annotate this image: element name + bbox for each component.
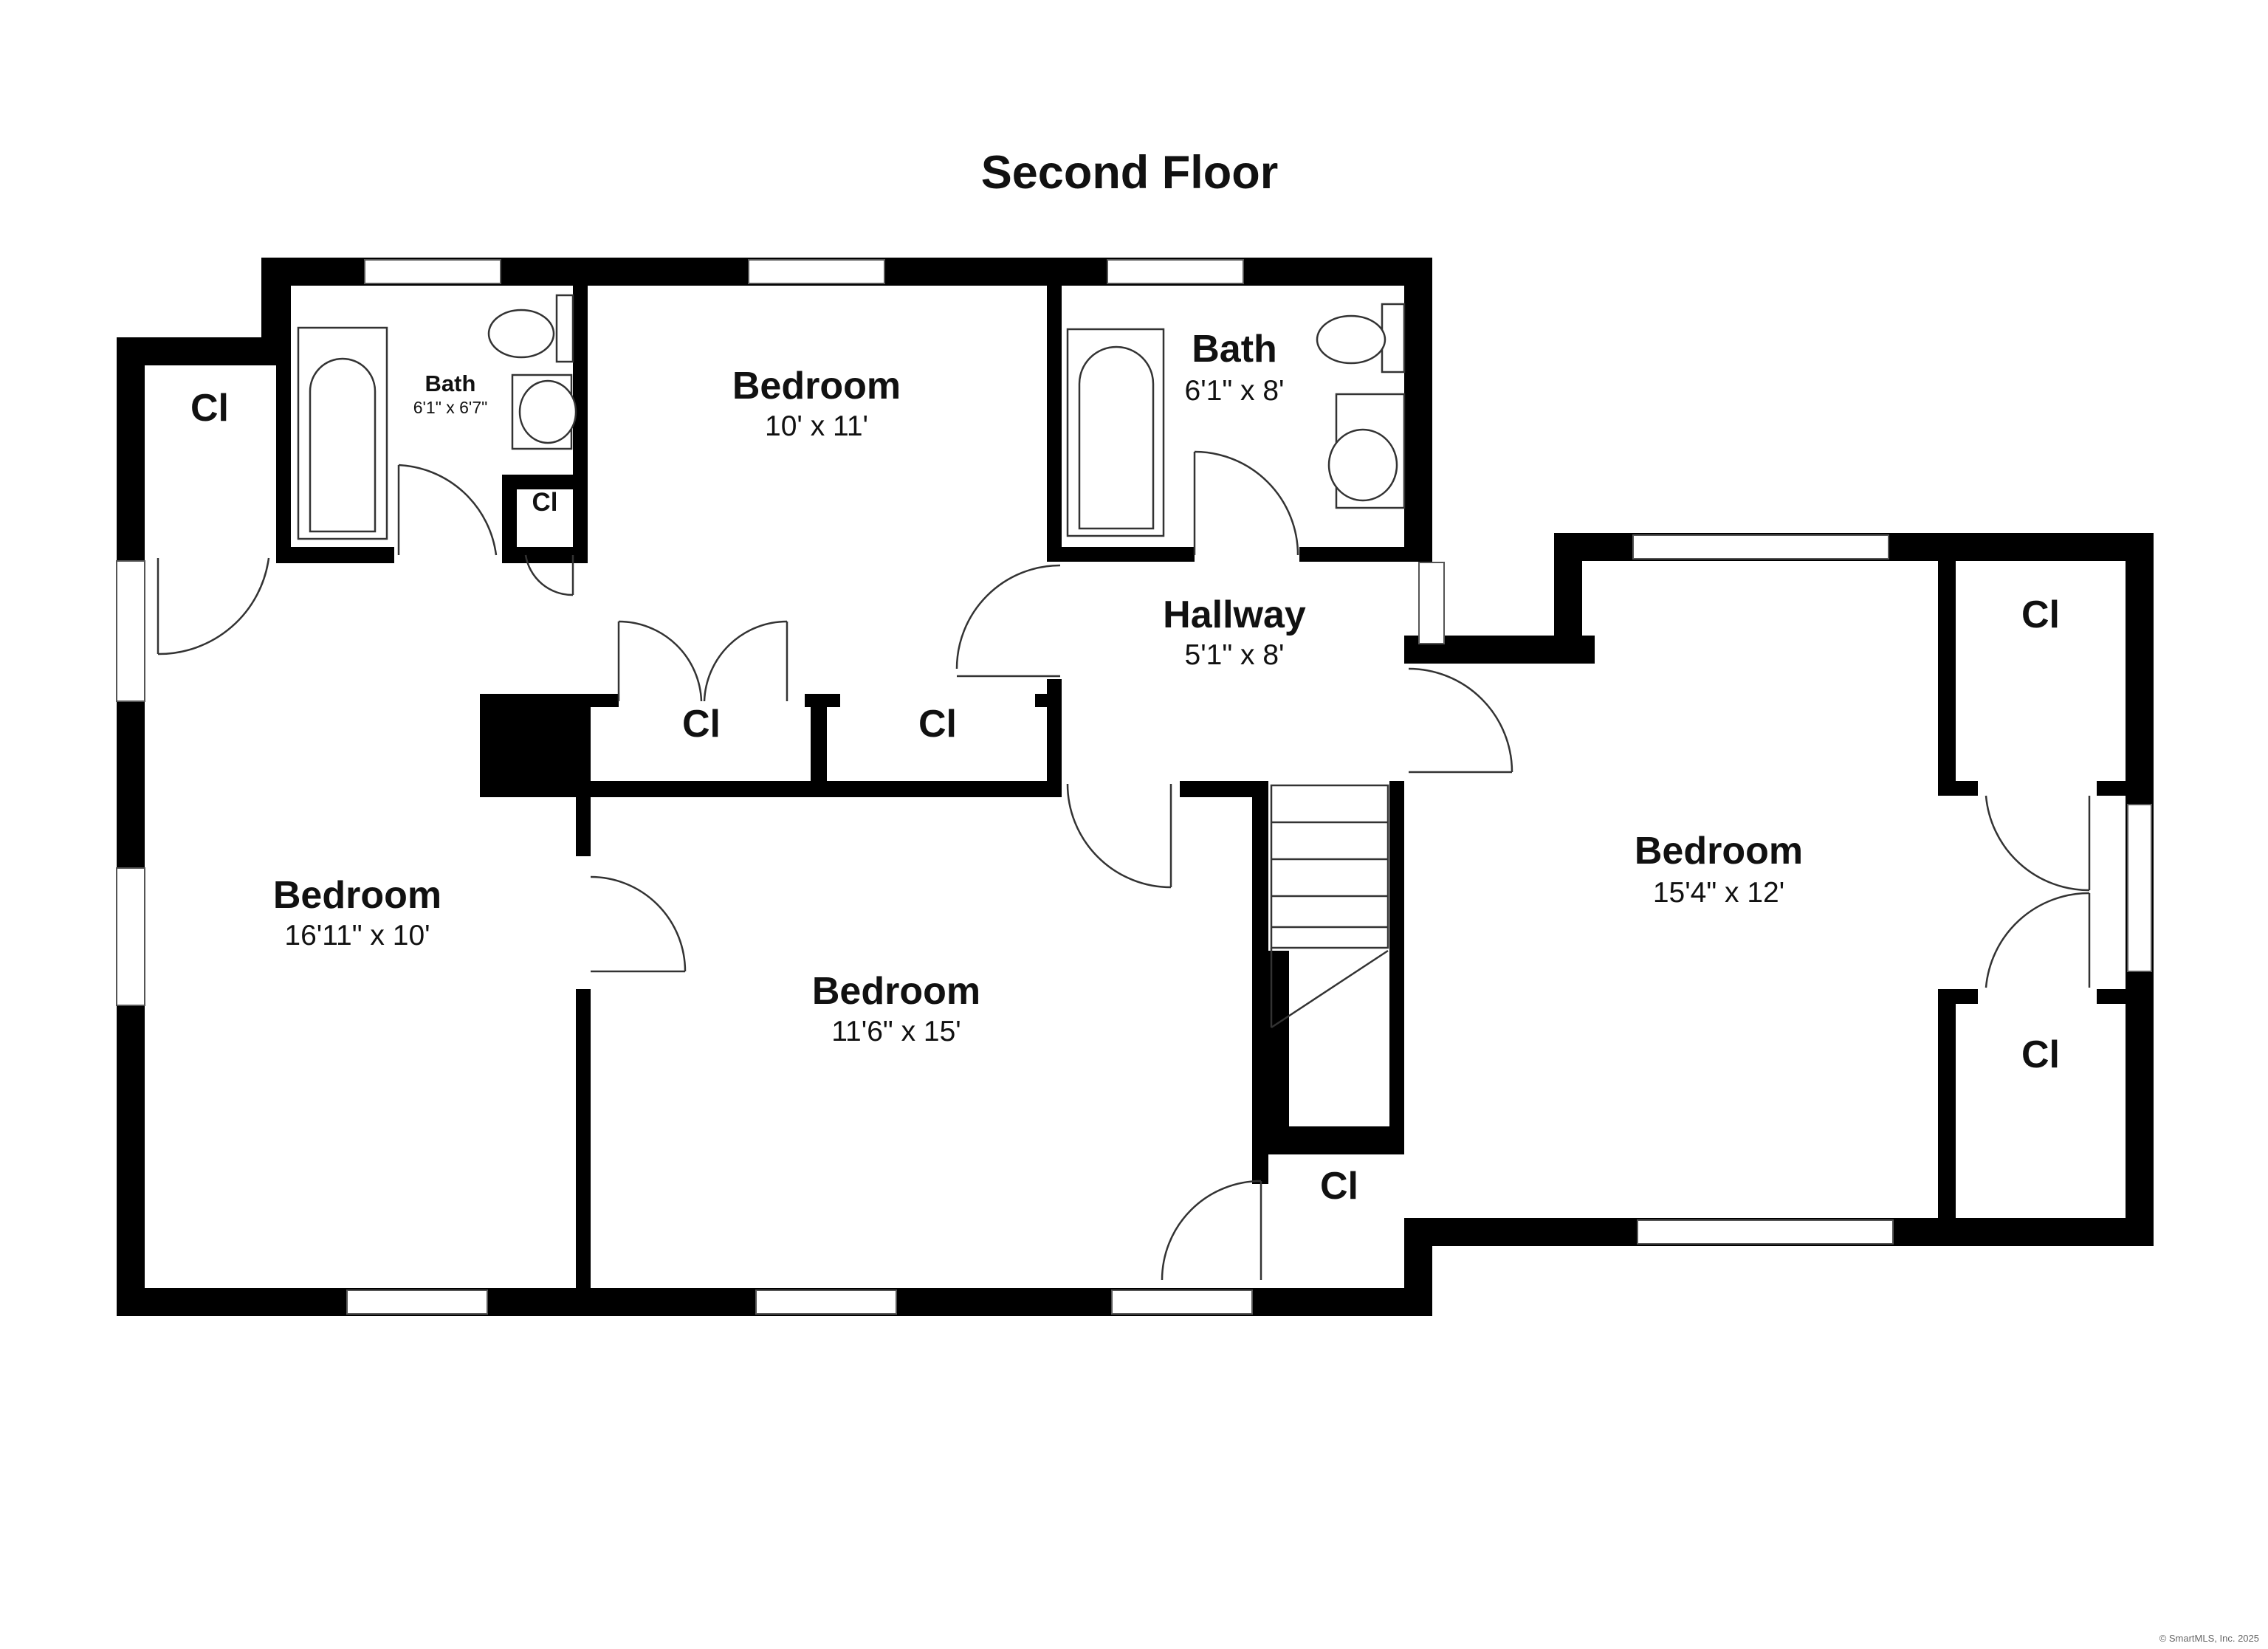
bedroom-center-name: Bedroom xyxy=(812,970,980,1013)
closet-label-mid-1: Cl xyxy=(682,703,721,746)
staircase xyxy=(1270,784,1389,1029)
bedroom-top-dims: 10' x 11' xyxy=(765,410,868,442)
bath-large-dims: 6'1" x 8' xyxy=(1185,375,1285,407)
interior-walls xyxy=(276,286,2126,1299)
hallway-dims: 5'1" x 8' xyxy=(1185,639,1285,671)
closet-label-small-bath: Cl xyxy=(532,488,558,517)
bedroom-center-dims: 11'6" x 15' xyxy=(831,1016,961,1047)
toilet-icon xyxy=(555,294,574,363)
closet-label-stair: Cl xyxy=(1320,1165,1358,1208)
bath-small-dims: 6'1" x 6'7" xyxy=(413,398,488,417)
windows xyxy=(116,259,2152,1315)
bathtub-icon-2 xyxy=(1066,328,1165,537)
copyright-credit: © SmartMLS, Inc. 2025 xyxy=(2159,1633,2259,1644)
bedroom-left-dims: 16'11" x 10' xyxy=(284,920,430,951)
room-labels: Cl Bath 6'1" x 6'7" Cl Bedroom 10' x 11'… xyxy=(190,328,2060,1208)
hallway-name: Hallway xyxy=(1163,593,1306,636)
closet-label-mid-2: Cl xyxy=(918,703,957,746)
closet-label-right-bottom: Cl xyxy=(2021,1033,2060,1076)
bath-large-name: Bath xyxy=(1192,328,1277,371)
fixtures xyxy=(297,294,1406,797)
bathtub-icon xyxy=(297,326,388,540)
bedroom-top-name: Bedroom xyxy=(732,365,901,407)
bedroom-right-name: Bedroom xyxy=(1635,830,1803,872)
bath-small-name: Bath xyxy=(425,371,476,396)
closet-label-top-left: Cl xyxy=(190,387,229,430)
floor-title: Second Floor xyxy=(981,147,1279,199)
bedroom-right-dims: 15'4" x 12' xyxy=(1653,877,1784,909)
bedroom-left-name: Bedroom xyxy=(273,874,441,917)
closet-label-right-top: Cl xyxy=(2021,593,2060,636)
doors xyxy=(157,450,2091,1281)
